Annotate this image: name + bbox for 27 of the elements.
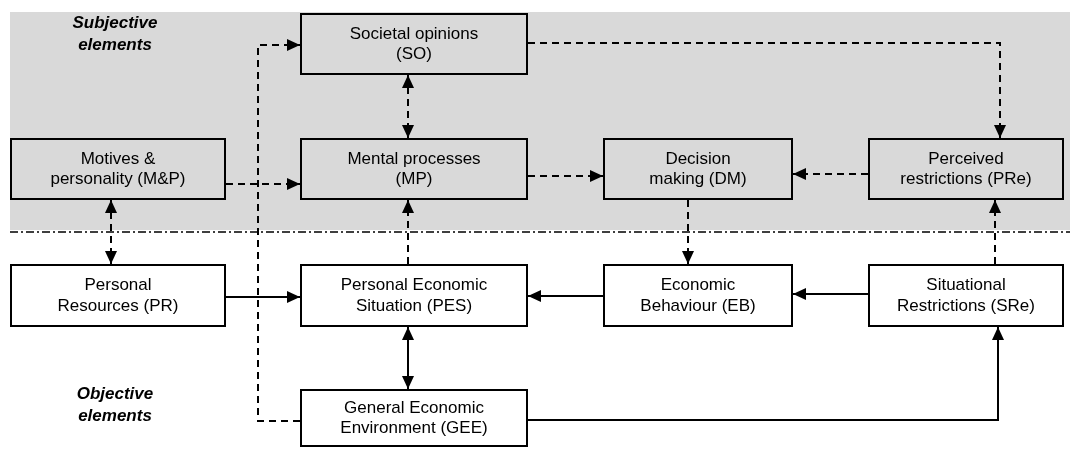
arrow <box>105 199 117 265</box>
section-heading: Subjective elements <box>71 12 159 57</box>
arrow <box>402 326 414 390</box>
arrow <box>257 39 301 422</box>
process-box: Personal Economic Situation (PES) <box>300 264 528 327</box>
section-heading: Objective elements <box>75 383 155 428</box>
arrow <box>402 74 414 139</box>
arrow <box>792 168 869 180</box>
process-box: General Economic Environment (GEE) <box>300 389 528 447</box>
arrow <box>792 288 869 300</box>
arrow <box>527 42 1006 139</box>
arrow <box>402 199 414 265</box>
process-box: Personal Resources (PR) <box>10 264 226 327</box>
process-box: Motives & personality (M&P) <box>10 138 226 200</box>
arrow <box>682 199 694 265</box>
arrow <box>225 291 301 303</box>
arrow <box>527 326 1004 421</box>
arrow <box>225 178 301 190</box>
process-box: Mental processes (MP) <box>300 138 528 200</box>
process-box: Decision making (DM) <box>603 138 793 200</box>
arrow <box>527 290 604 302</box>
process-box: Perceived restrictions (PRe) <box>868 138 1064 200</box>
process-box: Situational Restrictions (SRe) <box>868 264 1064 327</box>
process-box: Societal opinions (SO) <box>300 13 528 75</box>
process-box: Economic Behaviour (EB) <box>603 264 793 327</box>
arrow <box>989 199 1001 265</box>
arrow <box>527 170 604 182</box>
